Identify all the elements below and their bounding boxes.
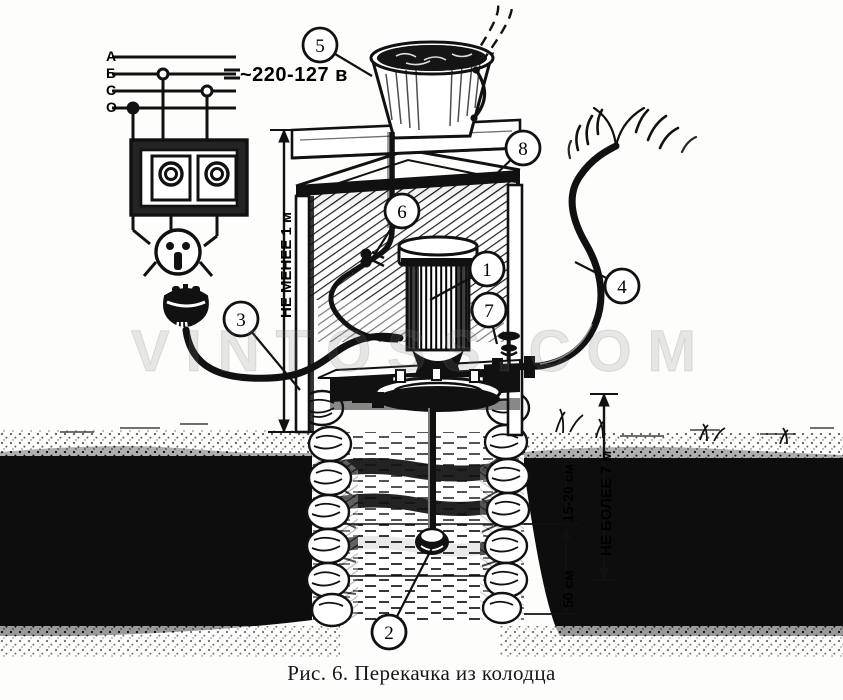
callout-circle [301, 26, 339, 64]
log-cribbed-well [299, 389, 531, 628]
callout-bucket: 5 [301, 26, 373, 77]
callout-number: 7 [484, 301, 494, 322]
voltage-label: ~220-127 в [240, 64, 348, 86]
power-plug [163, 284, 209, 339]
callout-well-housing: 8 [486, 129, 542, 184]
callout-group: 1 2 3 4 5 6 7 8 [222, 26, 641, 651]
garden-hose [536, 142, 620, 370]
dimension-suction-lift: НЕ БОЛЕЕ 7 м [598, 450, 615, 556]
suction-pipe [349, 388, 449, 555]
callout-circle [468, 250, 506, 288]
phase-label-b: Б [106, 65, 117, 81]
callout-number: 2 [384, 623, 394, 644]
callout-circle [470, 291, 508, 329]
foot-valve [415, 527, 449, 555]
callout-number: 5 [315, 36, 325, 57]
dimension-intake-clearance: 15-20 см [560, 464, 576, 522]
outlet-valve [483, 331, 541, 378]
callout-discharge-pipe: 6 [369, 192, 421, 263]
callout-circle [370, 613, 408, 651]
callout-number: 1 [482, 260, 492, 281]
wall-socket [142, 228, 214, 277]
callout-circle [383, 192, 421, 230]
callout-power-cord: 3 [222, 300, 301, 391]
phase-label-c: С [106, 82, 117, 98]
filling-bucket [369, 3, 514, 140]
callout-hose: 4 [574, 261, 641, 305]
callout-circle [603, 267, 641, 305]
water-stream [470, 3, 514, 63]
figure-caption: Рис. 6. Перекачка из колодца [287, 661, 556, 685]
callout-number: 3 [236, 310, 246, 331]
callout-circle [222, 300, 260, 338]
callout-pump-motor: 1 [429, 250, 506, 301]
callout-circle [504, 129, 542, 167]
dimension-water-depth: 50 см [560, 570, 576, 608]
callout-number: 8 [518, 139, 528, 160]
dimension-lines [268, 128, 618, 616]
phase-label-o: О [106, 99, 117, 115]
dimension-height-above-ground: НЕ МЕНЕЕ 1 м [278, 211, 295, 318]
callout-foot-valve: 2 [370, 547, 433, 651]
phase-label-a: А [106, 48, 117, 64]
garden-sprinkler [567, 106, 698, 160]
callout-number: 6 [397, 202, 407, 223]
callout-number: 4 [617, 277, 627, 298]
callout-valve: 7 [470, 291, 508, 345]
electrical-schematic [112, 55, 404, 382]
